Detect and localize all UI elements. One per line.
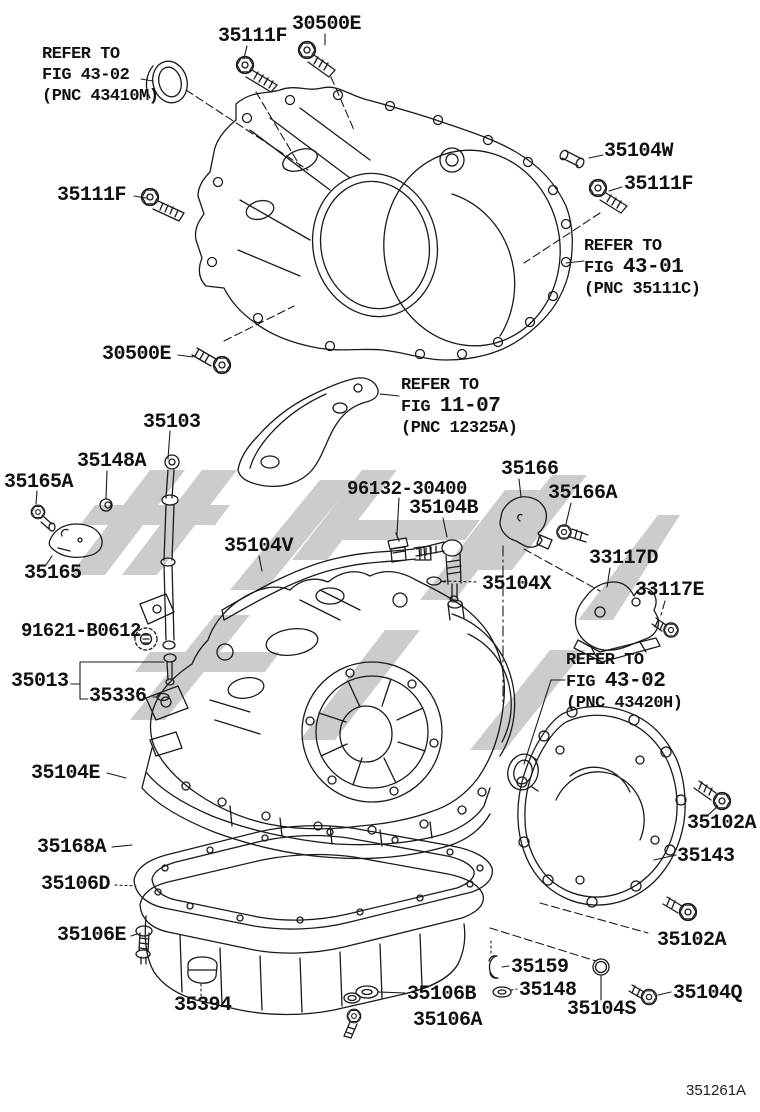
part-label-35165[interactable]: 35165 [24,562,82,585]
bolt-35104q-drawing [628,984,658,1006]
part-label-35106b[interactable]: 35106B [407,983,477,1006]
part-label-33117e[interactable]: 33117E [635,579,705,602]
oil-pan-gasket-drawing [133,825,494,930]
part-label-35106d[interactable]: 35106D [41,873,111,896]
part-label-30500e-left[interactable]: 30500E [102,343,172,366]
bolt-30500e-top-drawing [297,40,336,78]
refer-line: FIG 43-02 [42,66,130,85]
bolt-30500e-left-drawing [191,347,232,375]
bolt-35111f-right-drawing [588,178,628,214]
plug-35394-drawing [187,956,218,984]
clip-35159-drawing [488,955,499,979]
bolt-35111f-left-drawing [140,187,185,222]
bolt-35106a-drawing [343,1008,362,1039]
part-label-33117d[interactable]: 33117D [589,547,659,570]
side-cover-drawing [516,705,687,908]
dipstick-tube-drawing [139,504,177,686]
part-label-35102a-bottom[interactable]: 35102A [657,929,727,952]
leader-lines [35,33,719,1001]
leader-lines-dashed [185,76,666,962]
union-fitting-drawing [387,532,409,563]
part-label-35165a[interactable]: 35165A [4,471,74,494]
part-label-35104x[interactable]: 35104X [482,573,552,596]
part-label-35336[interactable]: 35336 [89,685,147,708]
part-label-35111f-top[interactable]: 35111F [218,25,288,48]
part-label-35104v[interactable]: 35104V [224,535,294,558]
part-label-35394[interactable]: 35394 [174,994,232,1017]
part-label-35111f-left[interactable]: 35111F [57,184,127,207]
part-label-35166[interactable]: 35166 [501,458,559,481]
diagram-line-art [30,33,732,1039]
plug-35104x-drawing [426,576,446,586]
refer-note-fig-43-01[interactable]: REFER TO FIG 43-01 (PNC 35111C) [584,236,701,300]
washer-35106b-drawing [355,985,379,999]
seal-ring-43410m-drawing [145,60,188,104]
part-label-35168a[interactable]: 35168A [37,836,107,859]
plate-35165-drawing [48,523,103,558]
oring-35104s-drawing [592,958,610,976]
refer-line: REFER TO [566,651,644,670]
bolt-35111f-top-drawing [235,55,278,93]
part-label-35106e[interactable]: 35106E [57,924,127,947]
refer-line: REFER TO [584,237,662,256]
part-label-35104q[interactable]: 35104Q [673,982,743,1005]
engine-mount-bracket-drawing [237,377,379,488]
refer-line: (PNC 43410M) [42,87,159,106]
bolt-35102a-upper-drawing [693,780,732,811]
part-label-91621-b0612[interactable]: 91621-B0612 [21,620,141,642]
pin-35104w-drawing [559,149,585,169]
refer-line: FIG 43-01 [584,256,684,279]
grommet-drawing [134,627,158,651]
refer-line: FIG 43-02 [566,670,666,693]
bolt-35166a-drawing [556,524,589,543]
bolt-35102a-lower-drawing [662,896,698,922]
figure-number: 351261A [686,1082,747,1099]
breather-cap-drawing [499,496,553,550]
refer-note-fig-43-02-seal[interactable]: REFER TO FIG 43-02 (PNC 43420H) [566,650,683,714]
part-label-96132-30400[interactable]: 96132-30400 [347,478,467,500]
part-label-35103[interactable]: 35103 [143,411,201,434]
clip-35148a-drawing [99,498,113,512]
refer-line: REFER TO [42,45,120,64]
part-label-35104e[interactable]: 35104E [31,762,101,785]
refer-note-fig-43-02-top[interactable]: REFER TO FIG 43-02 (PNC 43410M) [42,44,159,107]
elbow-joint-drawing [415,539,463,603]
part-label-35013[interactable]: 35013 [11,670,69,693]
stiffener-bracket-drawing [573,581,661,663]
part-label-35111f-right[interactable]: 35111F [624,173,694,196]
transaxle-case-drawing [141,570,516,860]
part-label-35148[interactable]: 35148 [519,979,577,1002]
oil-pan-drawing [139,853,484,1016]
sensor-35165a-drawing [30,504,56,532]
part-label-35106a[interactable]: 35106A [413,1009,483,1032]
part-label-35159[interactable]: 35159 [511,956,569,979]
washer-35148-drawing [492,986,512,998]
bolt-35106e-drawing [135,925,153,965]
part-label-35104w[interactable]: 35104W [604,140,674,163]
refer-line: REFER TO [401,376,479,395]
leader-lines-dotted [114,580,518,997]
refer-note-fig-11-07[interactable]: REFER TO FIG 11-07 (PNC 12325A) [401,375,518,439]
part-label-35102a-right[interactable]: 35102A [687,812,757,835]
refer-line: (PNC 43420H) [566,694,683,713]
bolt-33117e-drawing [651,617,679,638]
part-label-35148a[interactable]: 35148A [77,450,147,473]
refer-line: FIG 11-07 [401,395,501,418]
part-label-30500e-top[interactable]: 30500E [292,13,362,36]
dipstick-drawing [161,454,180,506]
part-label-35166a[interactable]: 35166A [548,482,618,505]
part-label-35104s[interactable]: 35104S [567,998,637,1021]
refer-line: (PNC 12325A) [401,419,518,438]
part-label-35143[interactable]: 35143 [677,845,735,868]
bell-housing-drawing [194,86,573,361]
refer-line: (PNC 35111C) [584,280,701,299]
part-label-35104b[interactable]: 35104B [409,497,479,520]
